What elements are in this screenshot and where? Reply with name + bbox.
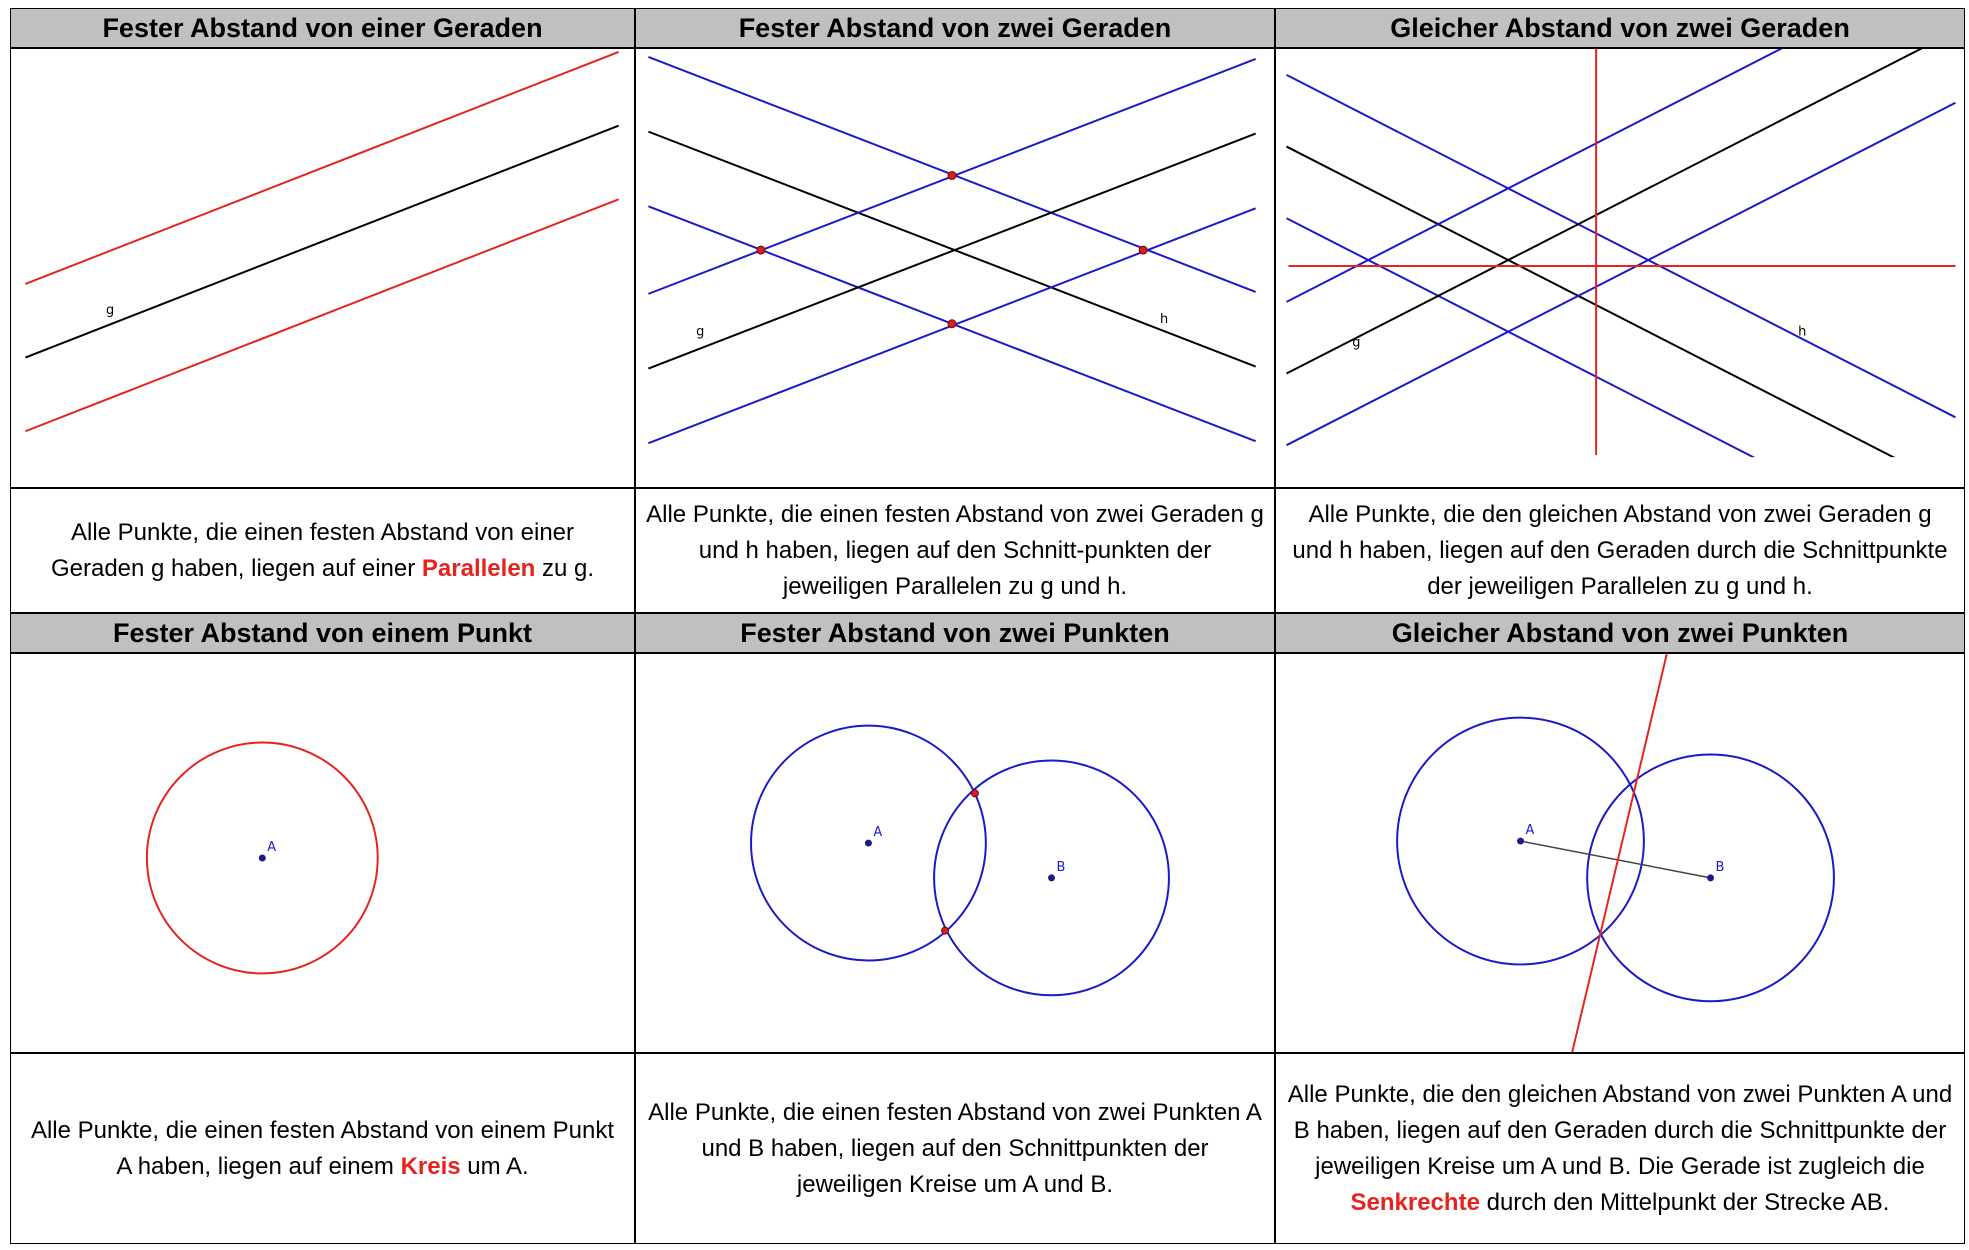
label-h: h: [1798, 325, 1806, 340]
section-6-caption-text: Alle Punkte, die den gleichen Abstand vo…: [1286, 1077, 1954, 1221]
intersection-point-bottom: [947, 319, 957, 329]
parallel-g-lower: [1286, 101, 1956, 447]
parallel-h-upper: [1286, 73, 1956, 419]
label-h: h: [1160, 312, 1168, 327]
two-lines-equal-distance-diagram: g h: [1286, 49, 1956, 458]
section-1-caption-text: Alle Punkte, die einen festen Abstand vo…: [21, 515, 624, 587]
section-3-title: Gleicher Abstand von zwei Geraden: [1275, 8, 1965, 48]
label-g: g: [1352, 336, 1360, 351]
section-1-title: Fester Abstand von einer Geraden: [10, 8, 635, 48]
section-2-title-text: Fester Abstand von zwei Geraden: [738, 12, 1172, 43]
section-4-caption-text: Alle Punkte, die einen festen Abstand vo…: [21, 1113, 624, 1185]
point-a: [864, 839, 872, 847]
section-1-figure: g: [10, 48, 635, 488]
circle-around-point-diagram: A: [145, 741, 379, 975]
line-g: [24, 124, 620, 359]
caption-text-end: um A.: [460, 1152, 529, 1180]
intersection-point-top: [970, 789, 979, 798]
parallel-line-upper: [24, 51, 620, 285]
perpendicular-bisector: [1571, 654, 1668, 1052]
section-3-title-text: Gleicher Abstand von zwei Geraden: [1390, 12, 1850, 43]
caption-text: Alle Punkte, die einen festen Abstand vo…: [50, 518, 574, 582]
section-6-title: Gleicher Abstand von zwei Punkten: [1275, 613, 1965, 653]
section-4-title-text: Fester Abstand von einem Punkt: [112, 617, 533, 648]
parallel-lines-diagram: g: [24, 51, 620, 433]
point-b: [1048, 874, 1055, 882]
section-1-title-text: Fester Abstand von einer Geraden: [102, 12, 543, 43]
line-g: [1286, 49, 1923, 375]
section-4-caption: Alle Punkte, die einen festen Abstand vo…: [10, 1053, 635, 1244]
circle-around-b: [933, 759, 1170, 997]
caption-text: Alle Punkte, die den gleichen Abstand vo…: [1287, 1080, 1953, 1180]
locus-table: Fester Abstand von einer Geraden Fester …: [10, 8, 1965, 1244]
section-2-caption-text: Alle Punkte, die einen festen Abstand vo…: [646, 497, 1264, 605]
section-2-caption: Alle Punkte, die einen festen Abstand vo…: [635, 488, 1275, 613]
caption-text: Alle Punkte, die den gleichen Abstand vo…: [1292, 500, 1948, 600]
label-b: B: [1716, 860, 1725, 875]
section-6-caption: Alle Punkte, die den gleichen Abstand vo…: [1275, 1053, 1965, 1244]
section-5-figure: A B: [635, 653, 1275, 1053]
parallel-g-upper: [1286, 49, 1783, 303]
intersection-point-bottom: [941, 926, 950, 935]
caption-highlight: Kreis: [400, 1152, 461, 1180]
circle-around-a: [1396, 716, 1645, 966]
label-a: A: [873, 825, 882, 840]
caption-text: Alle Punkte, die einen festen Abstand vo…: [30, 1116, 615, 1180]
two-circles-fixed-distance-diagram: A B: [750, 724, 1170, 997]
caption-text: Alle Punkte, die einen festen Abstand vo…: [648, 1098, 1262, 1198]
perpendicular-bisector-diagram: A B: [1396, 654, 1835, 1052]
parallel-line-lower: [24, 198, 620, 433]
section-3-figure: g h: [1275, 48, 1965, 488]
section-6-figure: A B: [1275, 653, 1965, 1053]
label-a: A: [267, 840, 276, 855]
section-1-caption: Alle Punkte, die einen festen Abstand vo…: [10, 488, 635, 613]
intersection-point-right: [1138, 245, 1148, 255]
point-a: [1517, 837, 1524, 845]
circle-around-a: [750, 724, 987, 962]
point-b: [1707, 874, 1715, 882]
line-g: [648, 132, 1256, 370]
label-g: g: [106, 303, 114, 318]
segment-ab: [1520, 840, 1711, 879]
intersection-point-top: [947, 170, 957, 180]
section-3-caption-text: Alle Punkte, die den gleichen Abstand vo…: [1286, 497, 1954, 605]
section-5-caption-text: Alle Punkte, die einen festen Abstand vo…: [646, 1095, 1264, 1203]
section-5-caption: Alle Punkte, die einen festen Abstand vo…: [635, 1053, 1275, 1244]
circle-around-b: [1586, 753, 1835, 1003]
caption-text-end: durch den Mittelpunkt der Strecke AB.: [1479, 1188, 1890, 1216]
line-h: [1286, 145, 1896, 458]
caption-highlight: Senkrechte: [1350, 1188, 1480, 1216]
section-4-figure: A: [10, 653, 635, 1053]
intersection-point-left: [756, 245, 766, 255]
caption-highlight: Parallelen: [421, 554, 536, 582]
circle-around-a: [145, 741, 379, 975]
section-5-title-text: Fester Abstand von zwei Punkten: [740, 617, 1170, 648]
point-a: [258, 854, 266, 862]
section-4-title: Fester Abstand von einem Punkt: [10, 613, 635, 653]
section-5-title: Fester Abstand von zwei Punkten: [635, 613, 1275, 653]
section-3-caption: Alle Punkte, die den gleichen Abstand vo…: [1275, 488, 1965, 613]
label-b: B: [1056, 860, 1065, 875]
caption-text: Alle Punkte, die einen festen Abstand vo…: [646, 500, 1264, 600]
two-lines-fixed-distance-diagram: g h: [648, 56, 1256, 445]
section-2-figure: g h: [635, 48, 1275, 488]
section-6-title-text: Gleicher Abstand von zwei Punkten: [1391, 617, 1849, 648]
label-g: g: [696, 325, 704, 340]
section-2-title: Fester Abstand von zwei Geraden: [635, 8, 1275, 48]
caption-text-end: zu g.: [535, 554, 595, 582]
line-h: [648, 130, 1256, 368]
parallel-h-lower: [1286, 217, 1756, 458]
label-a: A: [1525, 823, 1534, 838]
